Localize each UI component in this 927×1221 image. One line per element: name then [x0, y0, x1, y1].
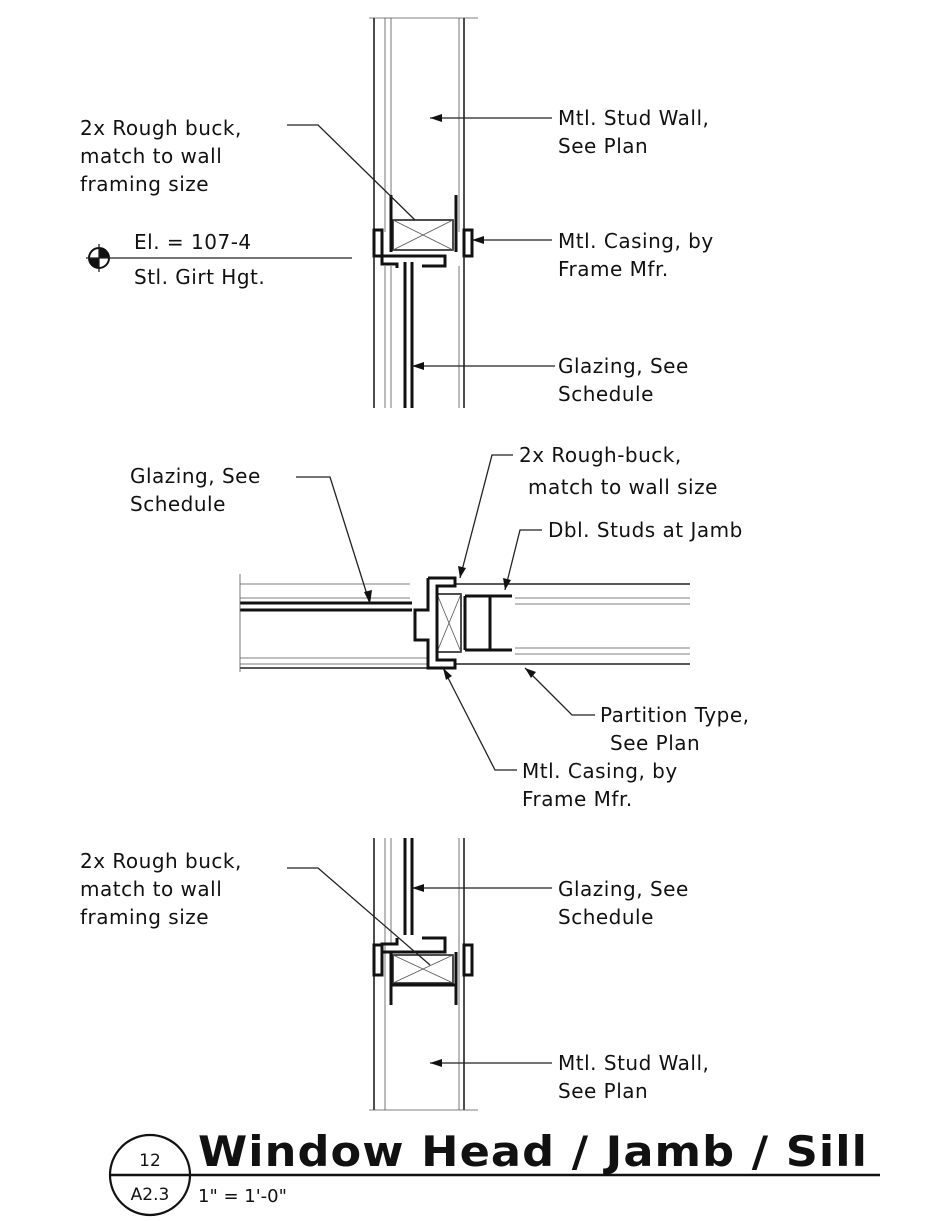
sill-glazing-label-1: Glazing, See: [558, 877, 689, 901]
head-casing-label-2: Frame Mfr.: [558, 257, 669, 281]
partition-label-2: See Plan: [610, 731, 700, 755]
sill-stud-wall-label-2: See Plan: [558, 1079, 648, 1103]
sill-stud-wall-label-1: Mtl. Stud Wall,: [558, 1051, 709, 1075]
jamb-glazing-label-2: Schedule: [130, 492, 226, 516]
head-rough-buck-label-2: match to wall: [80, 144, 222, 168]
elevation-note: Stl. Girt Hgt.: [134, 265, 265, 289]
head-glazing-label-1: Glazing, See: [558, 354, 689, 378]
detail-number: 12: [139, 1151, 161, 1171]
head-rough-buck-label-3: framing size: [80, 172, 209, 196]
sill-detail: 2x Rough buck, match to wall framing siz…: [80, 838, 709, 1111]
jamb-detail: Glazing, See Schedule 2x Rough-buck, mat…: [130, 443, 750, 811]
dbl-studs-label: Dbl. Studs at Jamb: [548, 518, 743, 542]
head-glazing-label-2: Schedule: [558, 382, 654, 406]
jamb-rough-buck-label-1: 2x Rough-buck,: [519, 443, 682, 467]
head-casing-label-1: Mtl. Casing, by: [558, 229, 714, 253]
jamb-casing-label-2: Frame Mfr.: [522, 787, 633, 811]
head-stud-wall-label-1: Mtl. Stud Wall,: [558, 106, 709, 130]
head-detail: 2x Rough buck, match to wall framing siz…: [80, 17, 714, 408]
sill-glazing-label-2: Schedule: [558, 905, 654, 929]
title-block: 12 A2.3 Window Head / Jamb / Sill 1" = 1…: [108, 1127, 880, 1217]
sill-rough-buck-label-3: framing size: [80, 905, 209, 929]
jamb-rough-buck-label-2: match to wall size: [528, 475, 718, 499]
elevation-label: El. = 107-4: [134, 230, 252, 254]
head-stud-wall-label-2: See Plan: [558, 134, 648, 158]
sheet-number: A2.3: [131, 1185, 170, 1205]
sill-rough-buck-label-1: 2x Rough buck,: [80, 849, 242, 873]
detail-title: Window Head / Jamb / Sill: [198, 1127, 868, 1176]
detail-scale: 1" = 1'-0": [198, 1186, 287, 1207]
sill-rough-buck-label-2: match to wall: [80, 877, 222, 901]
jamb-glazing-label-1: Glazing, See: [130, 464, 261, 488]
jamb-casing-label-1: Mtl. Casing, by: [522, 759, 678, 783]
partition-label-1: Partition Type,: [600, 703, 750, 727]
head-rough-buck-label-1: 2x Rough buck,: [80, 116, 242, 140]
